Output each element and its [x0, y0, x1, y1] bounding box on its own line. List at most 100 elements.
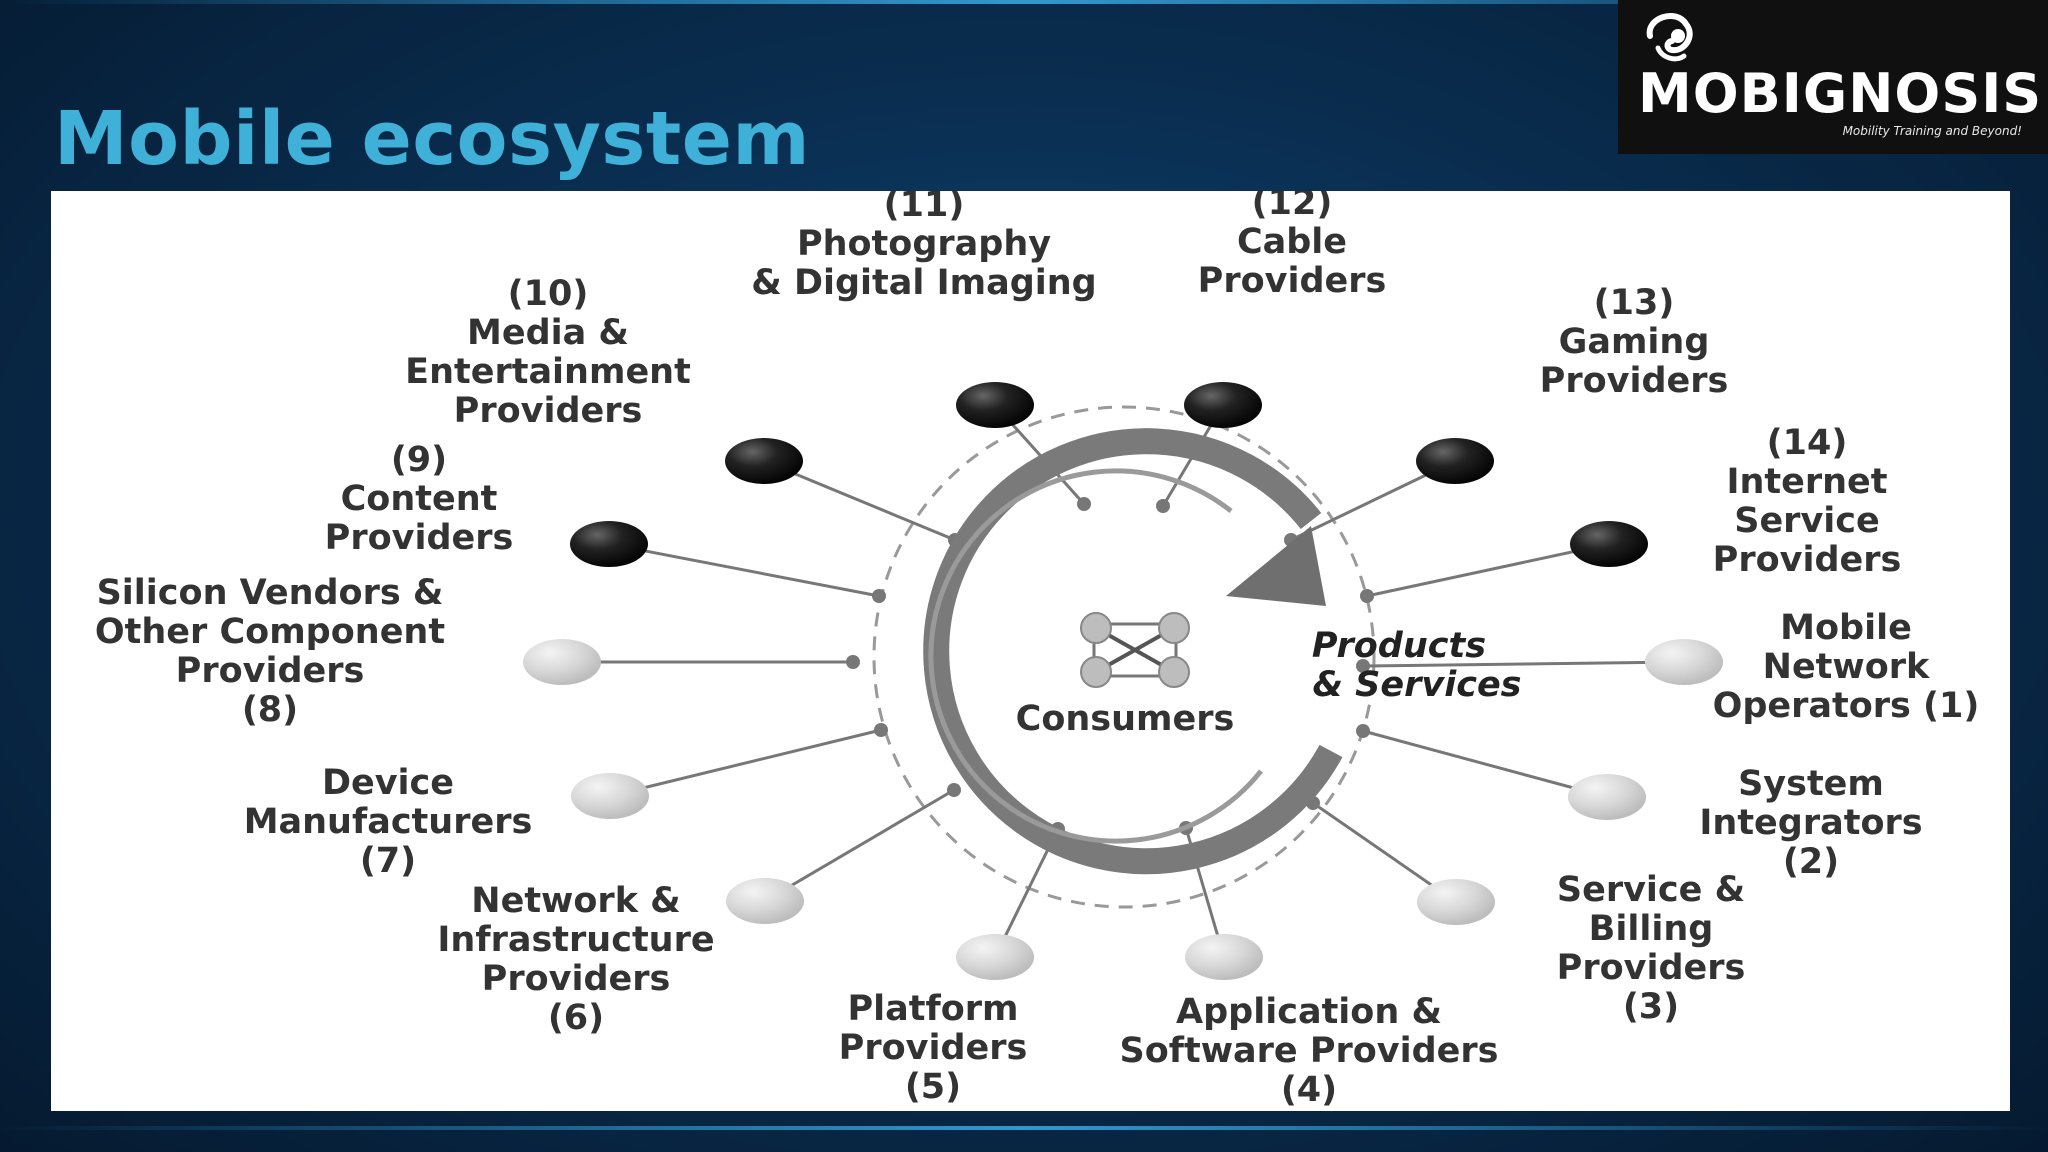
- node-label-line: Platform: [847, 989, 1018, 1029]
- node-label-line: Silicon Vendors &: [97, 573, 444, 613]
- slide-title: Mobile ecosystem: [54, 96, 811, 182]
- top-glow-streak: [0, 0, 2048, 4]
- node-label-line: Media &: [467, 313, 629, 353]
- consumers-label: Consumers: [1016, 699, 1235, 739]
- products-label: Products: [1312, 626, 1486, 666]
- node-label-line: Providers: [839, 1028, 1028, 1068]
- node-label-line: Photography: [797, 224, 1051, 264]
- node-label-line: Service: [1734, 501, 1880, 541]
- node-label-line: (8): [242, 690, 298, 730]
- node-ball-9: [570, 521, 648, 567]
- node-ball-7: [571, 773, 649, 819]
- node-label-4: Application &Software Providers(4): [1119, 992, 1498, 1110]
- node-ball-13: [1416, 438, 1494, 484]
- outer-dashed-ring: [872, 405, 1376, 909]
- node-label-line: Providers: [1557, 948, 1746, 988]
- ring-connector-dot-1: [1356, 659, 1370, 673]
- node-label-line: (12): [1252, 191, 1333, 223]
- node-label-line: Operators (1): [1713, 686, 1980, 726]
- node-label-11: (11)Photography& Digital Imaging: [751, 191, 1096, 303]
- node-label-line: (14): [1767, 423, 1848, 463]
- spoke-line-6: [764, 788, 955, 903]
- spoke-line-2: [1362, 729, 1608, 799]
- node-ball-5: [956, 934, 1034, 980]
- node-label-line: Gaming: [1559, 322, 1710, 362]
- ring-connector-dot-2: [1356, 724, 1370, 738]
- node-label-line: Other Component: [95, 612, 445, 652]
- node-label-line: Cable: [1237, 222, 1347, 262]
- node-ball-3: [1417, 879, 1495, 925]
- spoke-line-9: [608, 542, 880, 598]
- spoke-line-7: [609, 728, 882, 798]
- node-label-line: Network: [1763, 647, 1930, 687]
- node-ball-12: [1184, 382, 1262, 428]
- ring-connector-dot-8: [846, 655, 860, 669]
- node-label-line: (11): [884, 191, 965, 225]
- node-label-line: Software Providers: [1119, 1031, 1498, 1071]
- node-label-line: Providers: [454, 391, 643, 431]
- logo-wordmark: MOBIGNOSIS: [1638, 62, 2043, 125]
- ring-connector-dot-9: [872, 589, 886, 603]
- node-ball-4: [1185, 934, 1263, 980]
- cycle-arrow-ring: [923, 428, 1343, 875]
- node-label-line: Network &: [471, 881, 680, 921]
- node-label-line: (5): [905, 1067, 961, 1107]
- node-label-line: (4): [1281, 1070, 1337, 1110]
- node-label-line: Providers: [325, 518, 514, 558]
- node-ball-8: [523, 639, 601, 685]
- node-label-line: (7): [360, 841, 416, 881]
- bottom-glow-streak: [0, 1126, 2048, 1130]
- node-label-line: Providers: [482, 959, 671, 999]
- node-label-line: Billing: [1589, 909, 1714, 949]
- node-label-line: Application &: [1176, 992, 1442, 1032]
- node-label-line: System: [1738, 764, 1884, 804]
- node-ball-14: [1570, 521, 1648, 567]
- node-label-line: Content: [341, 479, 498, 519]
- ring-connector-dot-12: [1156, 499, 1170, 513]
- cycle-arrow-inner-line: [928, 468, 1263, 844]
- node-label-line: Entertainment: [405, 352, 691, 392]
- node-label-line: Service &: [1557, 870, 1745, 910]
- spoke-line-14: [1366, 542, 1610, 598]
- node-ball-1: [1645, 639, 1723, 685]
- node-label-line: (2): [1783, 842, 1839, 882]
- node-label-line: Mobile: [1780, 608, 1912, 648]
- node-label-line: Providers: [1713, 540, 1902, 580]
- services-label: & Services: [1312, 665, 1521, 705]
- mobignosis-logo: MOBIGNOSIS Mobility Training and Beyond!: [1618, 0, 2048, 154]
- node-label-line: Manufacturers: [244, 802, 533, 842]
- node-label-line: Providers: [1198, 261, 1387, 301]
- ring-connector-dot-11: [1077, 497, 1091, 511]
- node-label-line: & Digital Imaging: [751, 263, 1096, 303]
- node-label-line: (13): [1594, 283, 1675, 323]
- node-label-line: (6): [548, 998, 604, 1038]
- node-ball-2: [1568, 774, 1646, 820]
- node-label-line: (10): [508, 274, 589, 314]
- brain-icon: [1646, 13, 1693, 62]
- node-label-line: (9): [391, 440, 447, 480]
- consumers-network-icon: [1080, 612, 1190, 688]
- spoke-line-1: [1362, 660, 1685, 668]
- node-label-line: Providers: [1540, 361, 1729, 401]
- node-label-line: Integrators: [1699, 803, 1922, 843]
- node-label-line: Device: [322, 763, 454, 803]
- logo-tagline: Mobility Training and Beyond!: [1842, 124, 2022, 138]
- ring-connector-dot-6: [947, 783, 961, 797]
- ring-connector-dot-14: [1360, 589, 1374, 603]
- node-ball-11: [956, 382, 1034, 428]
- node-label-line: (3): [1623, 987, 1679, 1027]
- node-ball-10: [725, 438, 803, 484]
